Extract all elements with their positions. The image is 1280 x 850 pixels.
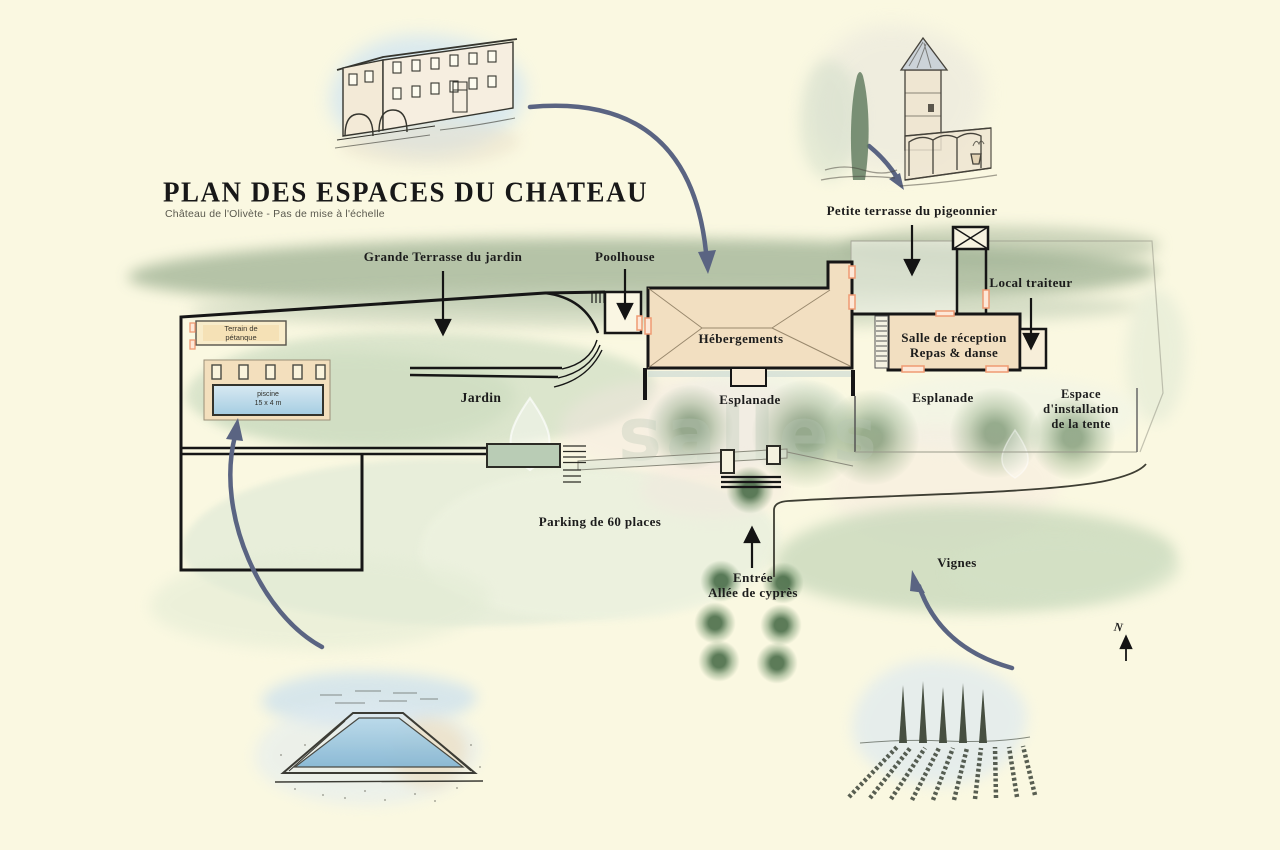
salle-reception-line1: Salle de réception (901, 330, 1007, 345)
hebergements-building (644, 260, 856, 387)
petanque-court (189, 320, 287, 350)
label-terrain-petanque: Terrain de pétanque (224, 324, 257, 343)
piscine-line2: 15 x 4 m (254, 399, 282, 407)
petite-terrasse-outline (850, 240, 1164, 453)
esplanade-boundaries (643, 368, 1138, 453)
swimming-pool-sketch (274, 690, 484, 802)
label-jardin: Jardin (460, 390, 502, 405)
page-subtitle: Château de l'Olivète - Pas de mise à l'é… (165, 208, 385, 220)
espace-tente-line3: de la tente (1051, 416, 1111, 431)
garden-terrace-outline (179, 290, 606, 572)
label-poolhouse: Poolhouse (595, 249, 655, 264)
label-vignes: Vignes (937, 555, 977, 570)
entree-line2: Allée de cyprès (708, 585, 798, 601)
piscine-zone (203, 359, 331, 421)
chateau-building-sketch (334, 38, 518, 149)
espace-tente-line2: d'installation (1043, 401, 1119, 416)
label-espace-tente: Espace d'installation de la tente (1043, 387, 1119, 431)
esplanade-lower-wall (577, 448, 854, 471)
label-arrows (434, 225, 1133, 661)
label-esplanade-est: Esplanade (912, 390, 974, 405)
label-hebergements: Hébergements (698, 331, 784, 346)
label-petite-terrasse: Petite terrasse du pigeonnier (826, 203, 998, 218)
label-grande-terrasse: Grande Terrasse du jardin (363, 249, 523, 264)
label-local-traiteur: Local traiteur (989, 275, 1073, 290)
access-road (773, 463, 1147, 577)
label-entree: Entrée Allée de cyprès (708, 570, 798, 601)
terrain-petanque-line1: Terrain de (224, 324, 258, 333)
piscine-line1: piscine (257, 391, 279, 398)
espace-tente-line1: Espace (1061, 387, 1101, 401)
label-parking: Parking de 60 places (538, 514, 662, 529)
pigeonnier-tower-sketch (820, 36, 998, 187)
salle-reception-line2: Repas & danse (909, 345, 999, 361)
label-esplanade-ouest: Esplanade (719, 392, 781, 407)
north-compass-label: N (1113, 619, 1124, 635)
pigeonnier-tower (951, 225, 990, 314)
terrain-petanque-line2: pétanque (225, 333, 257, 343)
vineyard-rows-sketch (847, 681, 1038, 802)
page-title: PLAN DES ESPACES DU CHATEAU (163, 176, 649, 208)
label-salle-reception: Salle de réception Repas & danse (901, 330, 1006, 361)
gate-and-steps (720, 445, 781, 489)
salle-reception-building (852, 310, 1022, 373)
entree-line1: Entrée (733, 570, 773, 585)
garden-structure (486, 443, 586, 483)
label-piscine: piscine 15 x 4 m (255, 391, 282, 409)
